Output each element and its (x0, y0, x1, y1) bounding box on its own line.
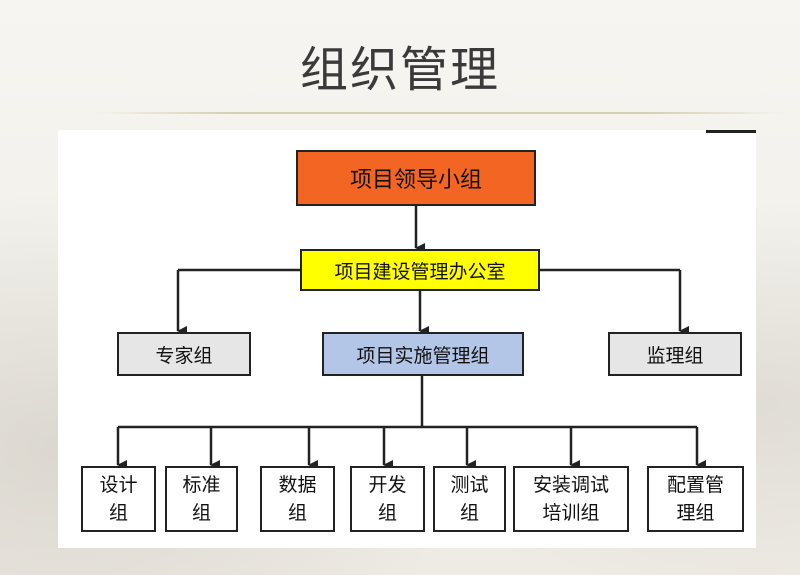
node-label: 监理组 (646, 344, 704, 367)
team-label-line1: 数据 (278, 474, 317, 496)
node-project-leadership-group: 项目领导小组 (296, 150, 536, 206)
node-team-development: 开发 组 (350, 466, 425, 532)
node-label: 专家组 (155, 344, 213, 367)
node-construction-management-office: 项目建设管理办公室 (300, 249, 540, 291)
node-team-standards: 标准 组 (165, 466, 238, 532)
team-label-line2: 组 (108, 502, 128, 524)
corner-mark (706, 130, 756, 133)
node-label: 项目建设管理办公室 (334, 260, 506, 283)
team-label-line2: 理组 (676, 502, 715, 524)
node-label: 项目领导小组 (349, 168, 482, 193)
team-label-line2: 组 (191, 502, 211, 524)
team-label-line1: 开发 (368, 474, 407, 496)
slide-title: 组织管理 (299, 42, 500, 98)
team-label-line1: 配置管 (666, 474, 724, 496)
node-team-design: 设计 组 (81, 466, 156, 532)
node-team-data: 数据 组 (260, 466, 335, 532)
node-label: 项目实施管理组 (356, 344, 490, 367)
team-label-line1: 安装调试 (532, 474, 609, 496)
node-team-testing: 测试 组 (433, 466, 506, 532)
team-label-line2: 组 (459, 502, 479, 524)
node-team-installation-training: 安装调试 培训组 (513, 466, 629, 532)
team-label-line1: 测试 (450, 474, 489, 496)
node-supervision-group: 监理组 (608, 332, 742, 376)
node-team-configuration-management: 配置管 理组 (647, 466, 744, 532)
node-expert-group: 专家组 (117, 332, 251, 376)
team-label-line1: 标准 (182, 474, 221, 496)
node-implementation-management-group: 项目实施管理组 (322, 332, 524, 376)
title-divider (95, 112, 785, 114)
team-label-line2: 组 (287, 502, 307, 524)
team-label-line2: 组 (377, 502, 397, 524)
team-label-line2: 培训组 (542, 502, 600, 524)
team-label-line1: 设计 (99, 474, 138, 496)
